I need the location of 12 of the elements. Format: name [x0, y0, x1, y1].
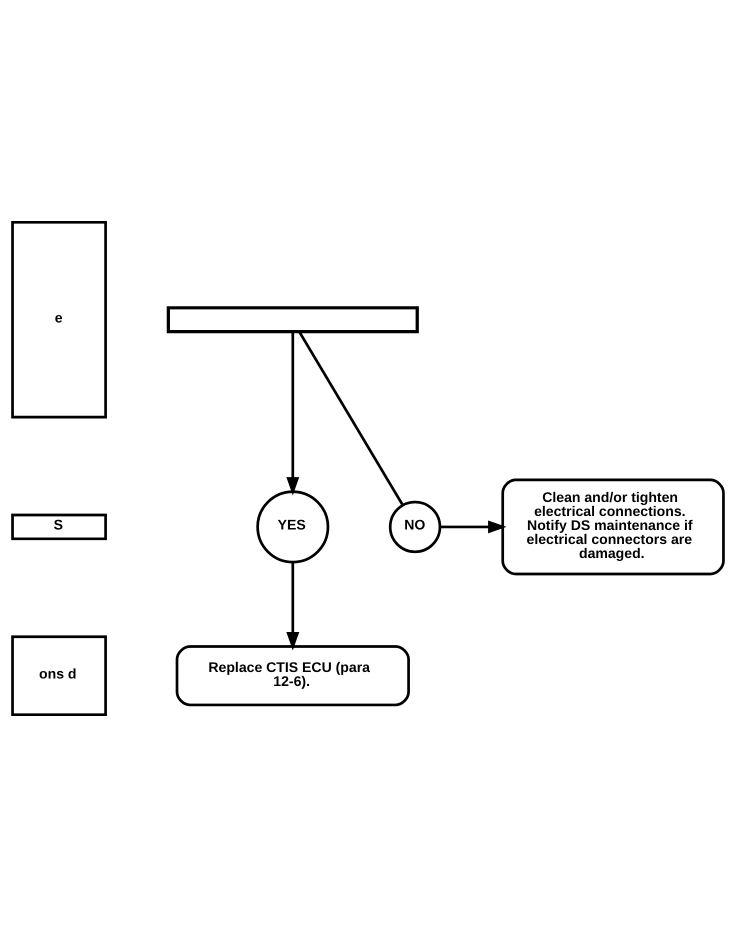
- node-circle: NO: [388, 500, 442, 554]
- node-box: Clean and/or tighten electrical connections. Notify DS maintenance if electrical connectors are damaged.: [501, 478, 725, 576]
- node-box: S: [11, 514, 107, 540]
- arrow: [286, 332, 300, 496]
- node-box: Replace CTIS ECU (para 12-6).: [176, 645, 410, 706]
- arrow: [286, 562, 300, 650]
- node-box: [166, 306, 419, 334]
- connector: [298, 331, 404, 506]
- arrow: [440, 520, 507, 534]
- node-box: e: [11, 220, 107, 418]
- node-box: ons d: [11, 635, 107, 716]
- node-circle: YES: [256, 490, 330, 564]
